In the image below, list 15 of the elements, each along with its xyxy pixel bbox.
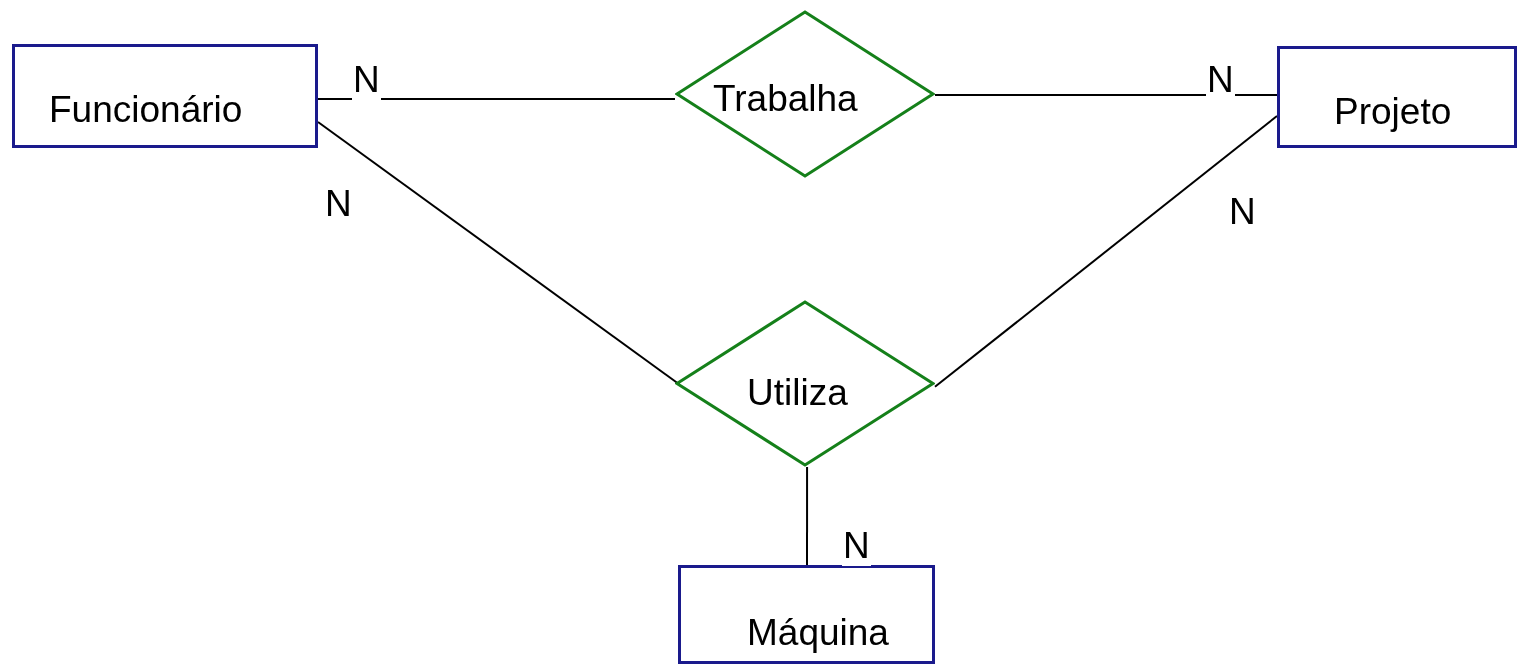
entity-name: Funcionário [49, 89, 243, 131]
connector-line [806, 466, 809, 566]
connector-line [317, 121, 680, 385]
entity-name: Máquina [747, 612, 889, 654]
relationship-diamond [675, 10, 935, 178]
relationship-name: Utiliza [747, 372, 848, 414]
connector-line [934, 114, 1278, 388]
connector-line [934, 93, 1278, 96]
entity-box [12, 44, 318, 148]
relationship-name: Trabalha [713, 78, 858, 120]
entity-name: Projeto [1334, 91, 1452, 133]
entity-box [1277, 46, 1517, 148]
entity-box [678, 565, 935, 664]
connector-line [317, 98, 676, 101]
relationship-diamond [675, 300, 935, 467]
